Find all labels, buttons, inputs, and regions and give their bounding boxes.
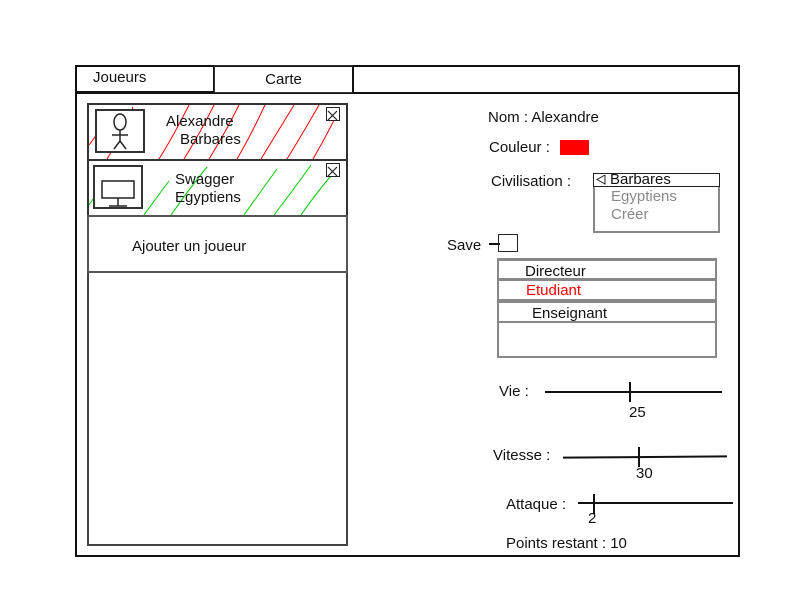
role-item-etudiant[interactable]: Etudiant: [497, 279, 717, 301]
color-picker-swatch[interactable]: [560, 140, 589, 155]
player-name-field: Nom : Alexandre: [488, 109, 599, 126]
color-label: Couleur :: [489, 139, 550, 156]
avatar: [95, 109, 145, 153]
tab-joueurs[interactable]: Joueurs: [75, 65, 215, 93]
civilization-select[interactable]: Barbares: [593, 171, 720, 188]
window-frame: [75, 65, 740, 557]
close-icon: [327, 166, 338, 177]
remove-player-button[interactable]: [326, 107, 340, 121]
tab-carte[interactable]: Carte: [214, 65, 354, 93]
attaque-label: Attaque :: [506, 496, 567, 513]
save-connector: [489, 243, 500, 245]
civilization-option[interactable]: Egyptiens: [611, 188, 677, 205]
computer-monitor-icon: [101, 180, 135, 207]
add-player-button[interactable]: Ajouter un joueur: [87, 215, 348, 273]
attaque-value: 2: [588, 510, 597, 527]
player-name: Alexandre: [166, 113, 234, 130]
player-civilization: Egyptiens: [175, 189, 241, 206]
tab-carte-label: Carte: [265, 71, 302, 88]
vie-value: 25: [629, 404, 646, 421]
vie-label: Vie :: [499, 383, 529, 400]
vitesse-value: 30: [636, 465, 653, 482]
close-icon: [327, 110, 338, 121]
tab-joueurs-label: Joueurs: [93, 69, 147, 86]
player-card[interactable]: Alexandre Barbares: [87, 103, 348, 161]
role-item-directeur[interactable]: Directeur: [497, 258, 717, 280]
vie-slider-thumb[interactable]: [629, 382, 631, 402]
vie-slider-track[interactable]: [545, 391, 722, 393]
civilization-dropdown-list: Egyptiens Créer: [593, 187, 720, 233]
civilization-option[interactable]: Créer: [611, 206, 649, 223]
attaque-slider-track[interactable]: [578, 502, 733, 504]
save-checkbox[interactable]: [498, 234, 518, 252]
role-label: Enseignant: [532, 305, 608, 322]
vitesse-slider-thumb[interactable]: [638, 447, 640, 467]
avatar: [93, 165, 143, 209]
player-name: Swagger: [175, 171, 235, 188]
attaque-slider-thumb[interactable]: [593, 494, 595, 514]
role-item-enseignant[interactable]: Enseignant: [497, 301, 717, 323]
tab-bar-divider: [75, 92, 740, 94]
save-label: Save: [447, 237, 482, 254]
add-player-label: Ajouter un joueur: [132, 238, 247, 255]
vitesse-label: Vitesse :: [493, 447, 551, 464]
role-label: Directeur: [525, 263, 586, 280]
dropdown-arrow-icon: [596, 175, 606, 185]
stick-figure-icon: [112, 113, 128, 150]
player-civilization: Barbares: [180, 131, 241, 148]
remove-player-button[interactable]: [326, 163, 340, 177]
civilization-selected-value: Barbares: [610, 171, 671, 188]
civilization-label: Civilisation :: [491, 173, 572, 190]
player-card[interactable]: Swagger Egyptiens: [87, 159, 348, 217]
points-remaining: Points restant : 10: [506, 535, 627, 552]
role-label: Etudiant: [526, 282, 582, 299]
